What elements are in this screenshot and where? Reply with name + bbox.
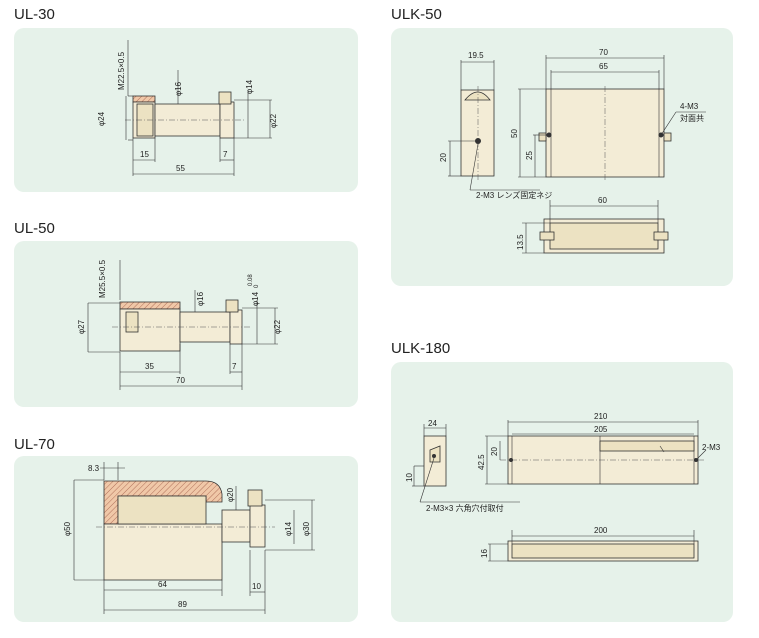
ul70-d14-dim: φ14 <box>284 521 293 536</box>
ul70-d30-dim: φ30 <box>302 521 311 536</box>
ulk50-m3-4b-label: 対面共 <box>680 113 704 123</box>
ul30-title: UL-30 <box>14 6 55 23</box>
ul50-l70-dim: 70 <box>176 376 185 385</box>
ul50-thread-dim: M25.5×0.5 <box>98 259 107 298</box>
ul30-drawing <box>125 40 272 176</box>
ul30-d22-dim: φ22 <box>269 113 278 128</box>
ul30-d16-dim: φ16 <box>174 81 183 96</box>
ul50-d27-dim: φ27 <box>77 319 86 334</box>
ulk50-m3-4-label: 4-M3 <box>680 102 699 111</box>
ulk180-h20-dim: 20 <box>490 447 499 456</box>
ul30-l15-dim: 15 <box>140 150 149 159</box>
ul30-l7-dim: 7 <box>223 150 228 159</box>
ul70-l89-dim: 89 <box>178 600 187 609</box>
ul70-l64-dim: 64 <box>158 580 167 589</box>
ulk180-h16-dim: 16 <box>480 549 489 558</box>
ulk180-m3-label: 2-M3 <box>702 443 721 452</box>
ul70-d50-dim: φ50 <box>63 521 72 536</box>
ul30-thread-dim: M22.5×0.5 <box>117 51 126 90</box>
ul50-tol-bot: 0 <box>254 284 260 288</box>
ul30-d24-dim: φ24 <box>97 111 106 126</box>
ulk180-w205-dim: 205 <box>594 425 608 434</box>
ul50-l35-dim: 35 <box>145 362 154 371</box>
ulk180-h425-dim: 42.5 <box>477 454 486 470</box>
ul30-d14-dim: φ14 <box>245 79 254 94</box>
ulk180-panel <box>391 362 733 622</box>
ulk50-m3-2-label: 2-M3 レンズ固定ネジ <box>476 190 552 200</box>
ul50-d14-dim: φ14 <box>251 291 260 306</box>
ul50-l7-dim: 7 <box>232 362 237 371</box>
ul70-title: UL-70 <box>14 436 55 453</box>
ulk180-w24-dim: 24 <box>428 419 437 428</box>
ulk50-w65-dim: 65 <box>599 62 608 71</box>
ulk180-w210-dim: 210 <box>594 412 608 421</box>
ul50-drawing <box>87 260 278 390</box>
ulk50-h50-dim: 50 <box>510 129 519 138</box>
ulk180-title: ULK-180 <box>391 340 451 357</box>
ulk50-w70-dim: 70 <box>599 48 608 57</box>
ulk180-w200-dim: 200 <box>594 526 608 535</box>
ulk180-drawing <box>412 420 707 562</box>
ul70-drawing <box>73 462 315 614</box>
ul50-tol-top: 0.08 <box>248 274 254 286</box>
ulk50-w60-dim: 60 <box>598 196 607 205</box>
ulk50-w195-dim: 19.5 <box>468 51 484 60</box>
ul70-d20-dim: φ20 <box>226 487 235 502</box>
ulk50-h20-dim: 20 <box>439 153 448 162</box>
ulk50-drawing <box>448 55 706 254</box>
ulk50-h135-dim: 13.5 <box>516 234 525 250</box>
ul70-l83-dim: 8.3 <box>88 464 100 473</box>
ulk50-title: ULK-50 <box>391 6 442 23</box>
ul50-title: UL-50 <box>14 220 55 237</box>
ul30-l55-dim: 55 <box>176 164 185 173</box>
ul70-l10-dim: 10 <box>252 582 261 591</box>
ulk180-m3x3-label: 2-M3×3 六角穴付取付 <box>426 503 504 513</box>
ulk50-h25-dim: 25 <box>525 151 534 160</box>
ul50-d22-dim: φ22 <box>273 319 282 334</box>
ul50-d16-dim: φ16 <box>196 291 205 306</box>
ulk180-h10-dim: 10 <box>405 473 414 482</box>
